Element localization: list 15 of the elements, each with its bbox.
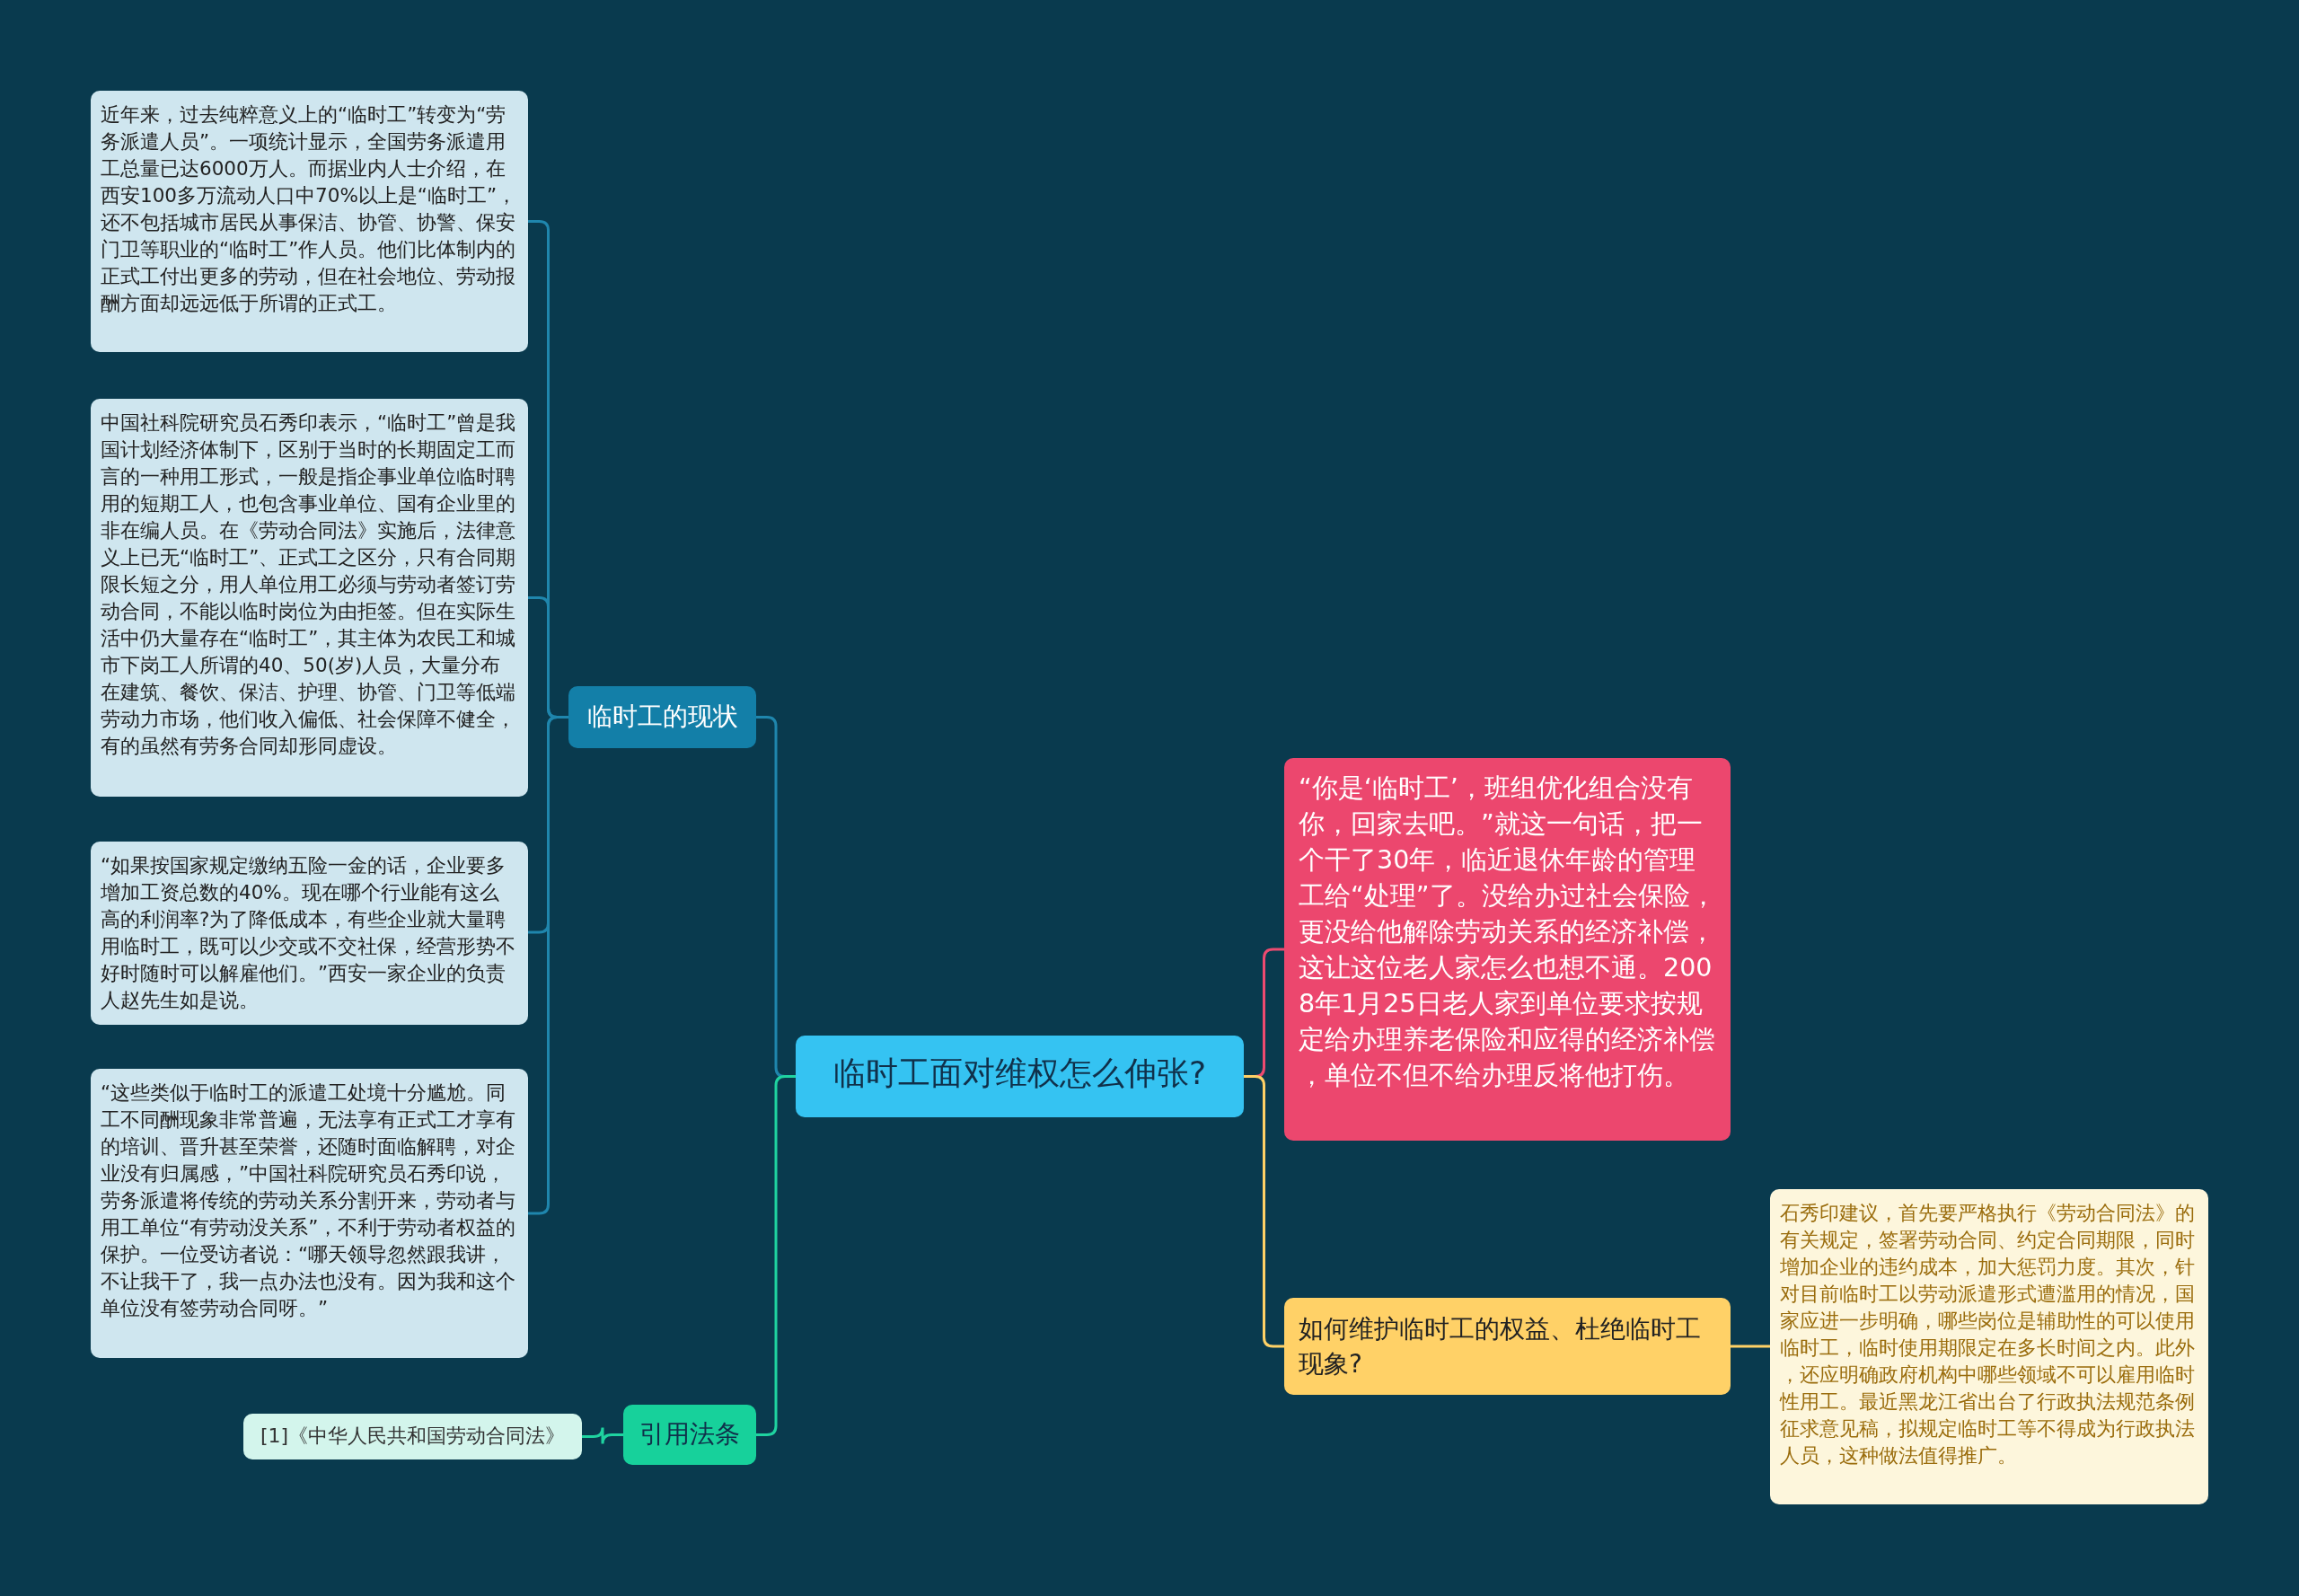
branch-box: 如何维护临时工的权益、杜绝临时工现象? [1284, 1298, 1731, 1395]
topic-box: 临时工面对维权怎么伸张? [796, 1036, 1244, 1117]
connector [1731, 1345, 1770, 1348]
connector [1244, 1075, 1284, 1348]
text-card: “如果按国家规定缴纳五险一金的话，企业要多增加工资总数的40%。现在哪个行业能有这么高的利润率?为了降低成本，有些企业就大量聘用临时工，既可以少交或不交社保，经营形势不好时随时可以解雇他们。”西安一家企业的负责人赵先生如是说。 [91, 842, 528, 1025]
text-card: 中国社科院研究员石秀印表示，“临时工”曾是我国计划经济体制下，区别于当时的长期固定工而言的一种用工形式，一般是指企事业单位临时聘用的短期工人，也包含事业单位、国有企业里的非在编人员。在《劳动合同法》实施后，法律意义上已无“临时工”、正式工之区分，只有合同期限长短之分，用人单位用工必须与劳动者签订劳动合同，不能以临时岗位为由拒签。但在实际生活中仍大量存在“临时工”，其主体为农民工和城市下岗工人所谓的40、50(岁)人员，大量分布在建筑、餐饮、保洁、护理、协管、门卫等低端劳动力市场，他们收入偏低、社会保障不健全，有的虽然有劳务合同却形同虚设。 [91, 399, 528, 797]
text-card: 近年来，过去纯粹意义上的“临时工”转变为“劳务派遣人员”。一项统计显示，全国劳务派遣用工总量已达6000万人。而据业内人士介绍，在西安100多万流动人口中70%以上是“临时工”，还不包括城市居民从事保洁、协管、协警、保安门卫等职业的“临时工”作人员。他们比体制内的正式工付出更多的劳动，但在社会地位、劳动报酬方面却远远低于所谓的正式工。 [91, 91, 528, 352]
reference-box: [1]《中华人民共和国劳动合同法》 [243, 1414, 582, 1459]
branch-box: 临时工的现状 [568, 686, 756, 748]
text-card: “你是‘临时工’，班组优化组合没有你，回家去吧。”就这一句话，把一个干了30年，临近退休年龄的管理工给“处理”了。没给办过社会保险，更没给他解除劳动关系的经济补偿，这让这位老人家怎么也想不通。2008年1月25日老人家到单位要求按规定给办理养老保险和应得的经济补偿，单位不但不给办理反将他打伤。 [1284, 758, 1731, 1141]
connector [756, 1075, 796, 1436]
text-card: “这些类似于临时工的派遣工处境十分尴尬。同工不同酬现象非常普遍，无法享有正式工才享有的培训、晋升甚至荣誉，还随时面临解聘，对企业没有归属感，”中国社科院研究员石秀印说，劳务派遣将传统的劳动关系分割开来，劳动者与用工单位“有劳动没关系”，不利于劳动者权益的保护。一位受访者说：“哪天领导忽然跟我讲，不让我干了，我一点办法也没有。因为我和这个单位没有签劳动合同呀。” [91, 1069, 528, 1358]
branch-box: 引用法条 [623, 1405, 756, 1465]
connector [582, 1426, 623, 1445]
text-card: 石秀印建议，首先要严格执行《劳动合同法》的有关规定，签署劳动合同、约定合同期限，同时增加企业的违约成本，加大惩罚力度。其次，针对目前临时工以劳动派遣形式遭滥用的情况，国家应进一步明确，哪些岗位是辅助性的可以使用临时工，临时使用期限定在多长时间之内。此外，还应明确政府机构中哪些领域不可以雇用临时性用工。最近黑龙江省出台了行政执法规范条例征求意见稿，拟规定临时工等不得成为行政执法人员，这种做法值得推广。 [1770, 1189, 2208, 1504]
